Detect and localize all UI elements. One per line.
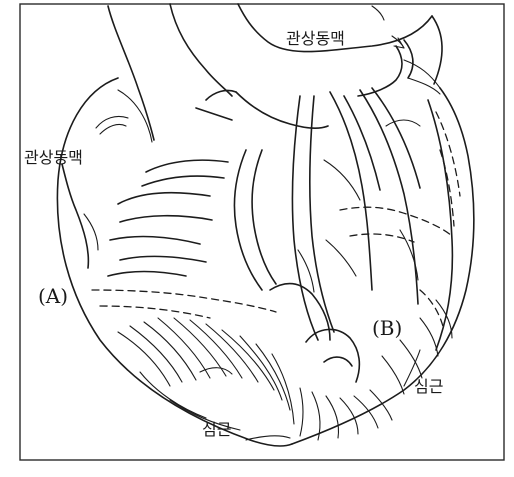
label-coronary-artery-left: 관상동맥	[24, 148, 83, 167]
coronary-artery-left	[62, 116, 128, 268]
coronary-branches	[292, 88, 452, 350]
coronary-artery-top	[358, 6, 440, 96]
label-myocardium-bottom: 심근	[202, 420, 231, 439]
label-coronary-artery-top: 관상동맥	[286, 29, 345, 48]
label-myocardium-right: 심근	[414, 377, 443, 396]
label-marker-b: (B)	[372, 316, 402, 340]
label-marker-a: (A)	[38, 284, 68, 308]
